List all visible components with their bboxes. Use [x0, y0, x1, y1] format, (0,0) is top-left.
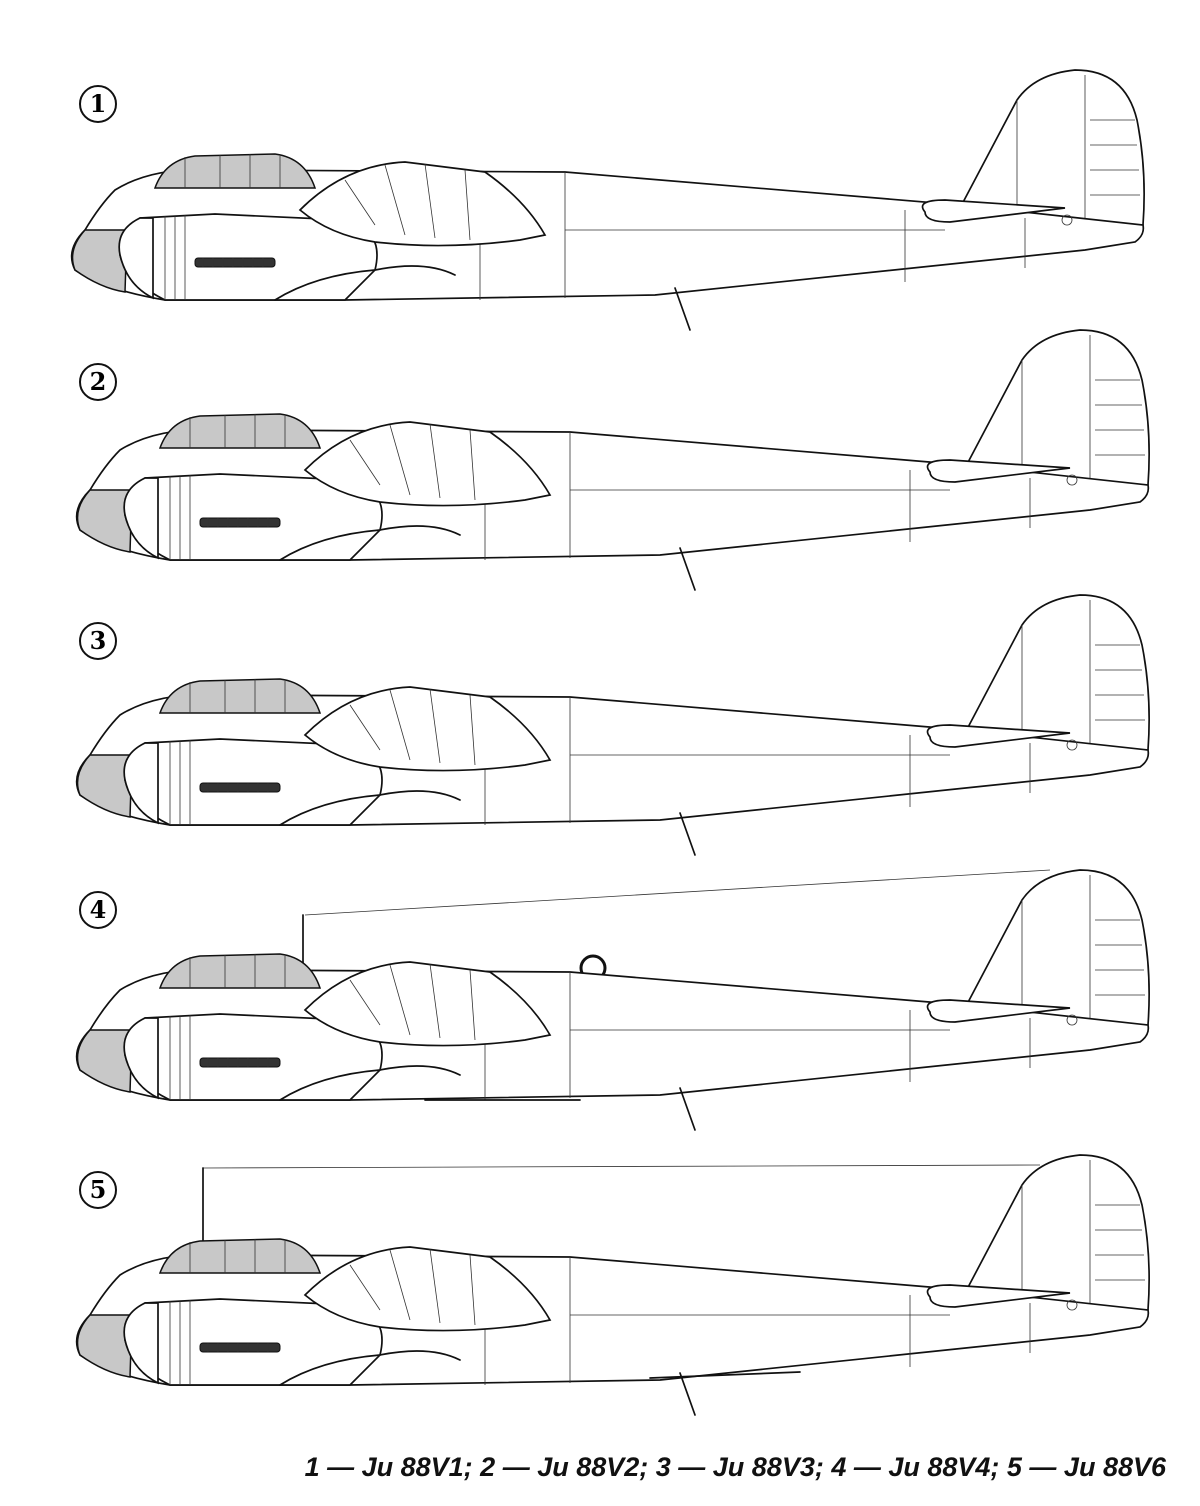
figure-caption: 1 — Ju 88V1; 2 — Ju 88V2; 3 — Ju 88V3; 4… — [304, 1452, 1166, 1482]
profile-1: 1 — [70, 69, 1145, 331]
profile-2: 2 — [75, 329, 1150, 591]
profile-number: 1 — [90, 89, 107, 118]
profile-number: 4 — [90, 895, 107, 924]
profile-4: 4 — [75, 869, 1150, 1131]
bomb-racks — [649, 1371, 801, 1379]
aircraft-profile-ju88v1 — [70, 69, 1145, 331]
aerial-wire — [304, 869, 1051, 916]
profile-5: 5 — [75, 1154, 1150, 1416]
profile-number-badge: 1 — [79, 85, 117, 123]
profile-3: 3 — [75, 594, 1150, 856]
aerial-wire — [202, 1164, 1041, 1169]
aircraft-profile-ju88v3 — [75, 594, 1150, 856]
profile-number: 3 — [90, 626, 107, 655]
aircraft-profile-ju88v4 — [75, 869, 1150, 1131]
profile-number-badge: 3 — [79, 622, 117, 660]
profile-number-badge: 2 — [79, 363, 117, 401]
aircraft-profile-ju88v2 — [75, 329, 1150, 591]
aircraft-profile-ju88v6 — [75, 1154, 1150, 1416]
profile-number: 2 — [90, 367, 107, 396]
profile-number-badge: 5 — [79, 1171, 117, 1209]
profile-number: 5 — [90, 1175, 107, 1204]
profile-number-badge: 4 — [79, 891, 117, 929]
